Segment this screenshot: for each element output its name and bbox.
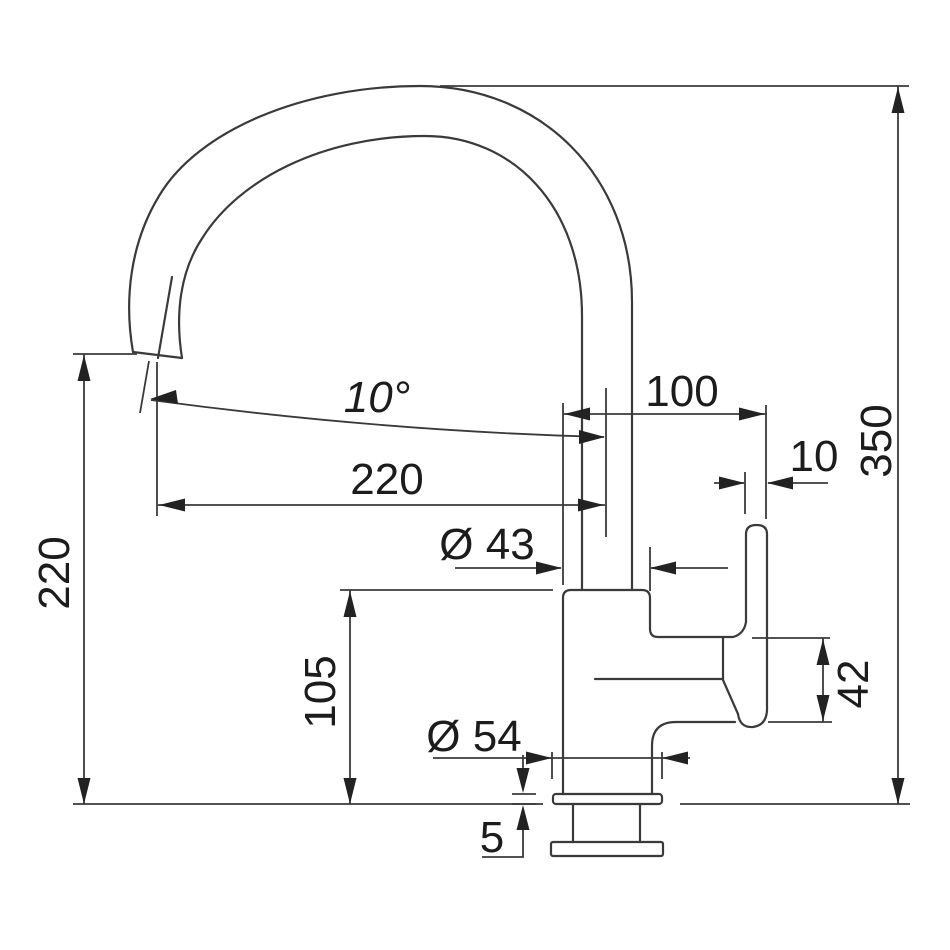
arrow-up-icon bbox=[343, 591, 357, 617]
arrow-right-icon bbox=[739, 407, 765, 421]
dimension-body-diameter: Ø 43 bbox=[439, 520, 728, 591]
dimension-overall-height: 350 bbox=[440, 85, 909, 804]
dimension-top-depth: 100 bbox=[562, 367, 767, 585]
base-flange bbox=[551, 792, 664, 806]
faucet-outline bbox=[73, 84, 910, 858]
body-lower-right bbox=[650, 720, 737, 796]
arrow-right-icon bbox=[536, 561, 562, 575]
dim-label-5: 5 bbox=[480, 813, 504, 862]
arrow-down-icon bbox=[77, 778, 91, 804]
dim-label-angle: 10° bbox=[344, 373, 411, 422]
arrow-up-icon bbox=[891, 87, 905, 113]
arrow-down-icon bbox=[516, 768, 530, 793]
mounting-nut bbox=[549, 840, 665, 858]
dimension-base-diameter: Ø 54 bbox=[426, 712, 690, 779]
dim-label-10: 10 bbox=[790, 432, 839, 481]
arrow-down-icon bbox=[343, 778, 357, 804]
angle-extension-line bbox=[139, 360, 150, 414]
arrow-left-icon bbox=[767, 476, 793, 490]
dimension-handle-width: 10 bbox=[714, 432, 838, 514]
dim-label-d54: Ø 54 bbox=[426, 712, 521, 761]
arrow-left-icon bbox=[159, 498, 185, 512]
dim-label-220v: 220 bbox=[30, 536, 79, 609]
dimension-handle-height: 42 bbox=[752, 637, 878, 723]
arrow-right-icon bbox=[719, 476, 745, 490]
leader-line bbox=[482, 830, 524, 858]
arrow-right-icon bbox=[578, 498, 604, 512]
spout-inner-profile bbox=[177, 134, 584, 592]
arrow-down-icon bbox=[816, 695, 830, 721]
arrow-right-icon bbox=[526, 751, 552, 765]
arrow-left-icon bbox=[650, 561, 676, 575]
dimension-outlet-height: 220 bbox=[30, 353, 137, 804]
dim-label-350: 350 bbox=[852, 404, 901, 477]
dimension-body-height: 105 bbox=[296, 589, 553, 804]
arrow-up-icon bbox=[516, 805, 530, 830]
dimension-spout-angle: 10° bbox=[139, 360, 605, 444]
angle-arc bbox=[150, 399, 605, 438]
spout-outer-profile bbox=[128, 84, 634, 592]
arrow-down-icon bbox=[891, 778, 905, 804]
arrow-up-icon bbox=[77, 355, 91, 381]
dim-label-220h: 220 bbox=[350, 455, 423, 504]
dimension-flange-height: 5 bbox=[480, 755, 536, 862]
body-profile bbox=[561, 588, 735, 796]
arrow-left-icon bbox=[564, 407, 590, 421]
dim-label-105: 105 bbox=[296, 655, 345, 728]
dim-label-d43: Ø 43 bbox=[439, 520, 534, 569]
dimension-spout-reach: 220 bbox=[156, 362, 607, 537]
arrow-left-icon bbox=[662, 751, 688, 765]
arrow-right-icon bbox=[579, 430, 605, 444]
dim-label-100: 100 bbox=[645, 367, 718, 416]
handle-lever bbox=[731, 523, 769, 729]
arrow-up-icon bbox=[816, 639, 830, 665]
aerator-line bbox=[156, 275, 174, 360]
arrow-left-icon bbox=[150, 390, 178, 404]
dim-label-42: 42 bbox=[829, 660, 878, 709]
handle-underside-diagonal bbox=[721, 678, 740, 716]
